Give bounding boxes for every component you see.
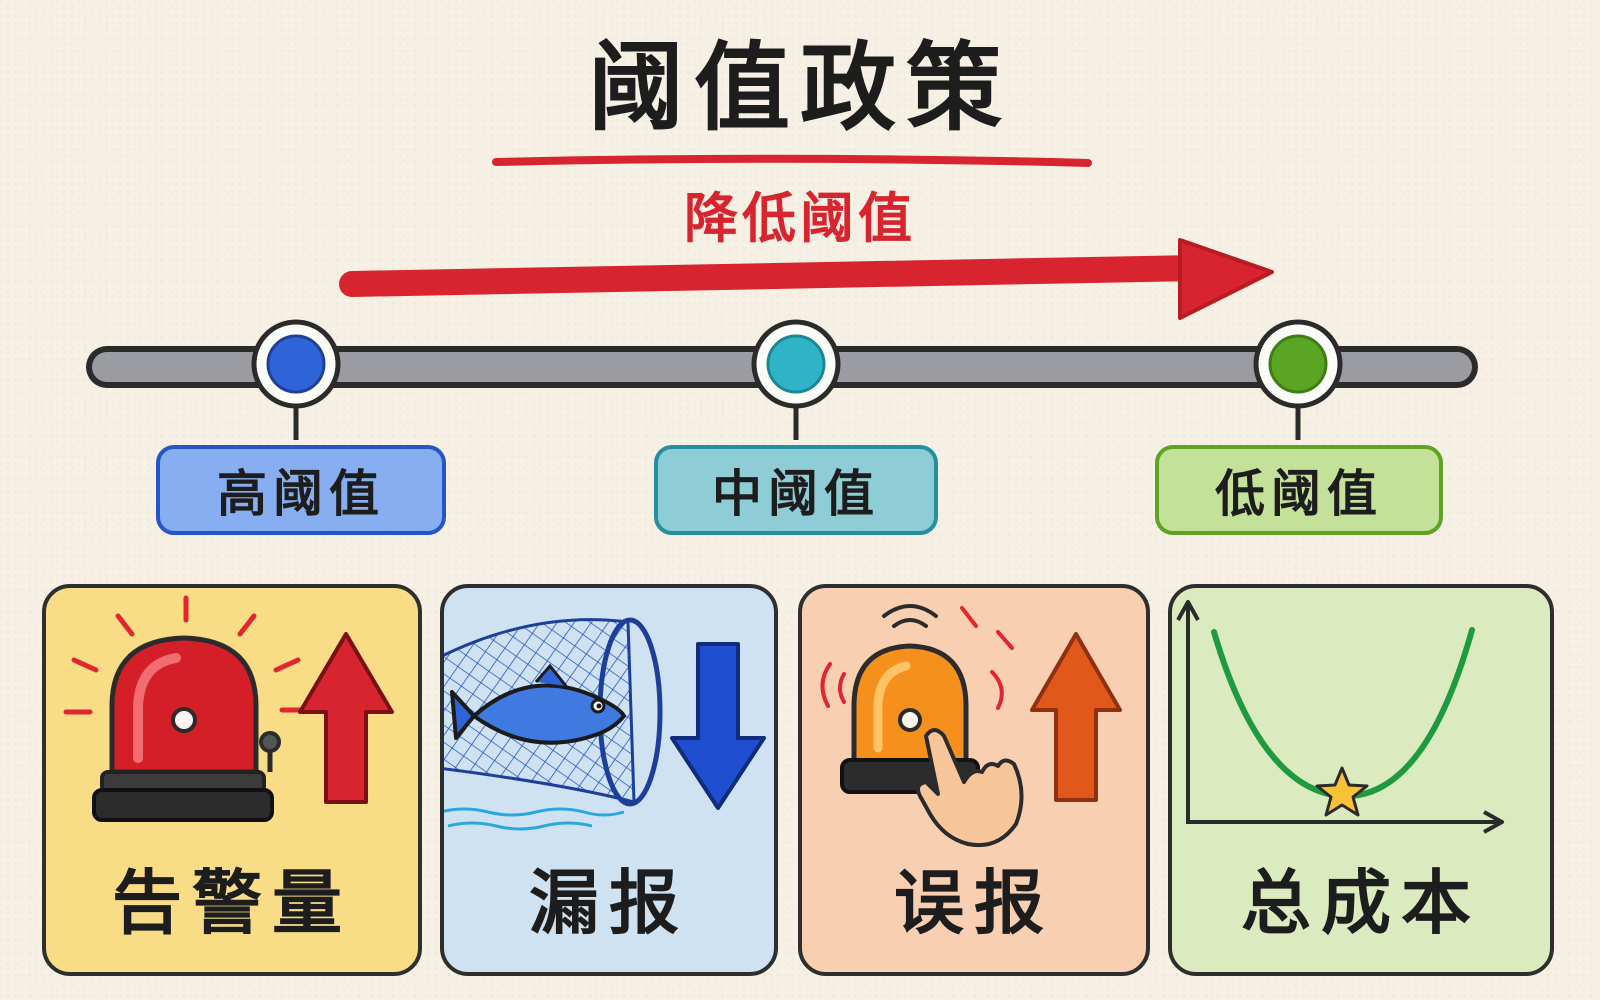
fish-net-icon [444, 617, 663, 831]
siren-icon [63, 595, 309, 822]
slider-knob-mid[interactable] [751, 319, 841, 440]
panel-missed-detections: 漏报 [440, 584, 778, 976]
optimum-star-icon [1315, 766, 1369, 817]
threshold-slider [86, 238, 1478, 440]
panel-false-alarms: 误报 [798, 584, 1150, 976]
panel-total-cost: 总成本 [1168, 584, 1554, 976]
arrow-up-icon [298, 632, 394, 804]
panel-alert-volume: 告警量 [42, 584, 422, 976]
threshold-label-high[interactable]: 高阈值 [156, 445, 446, 535]
alarm-bell-icon [820, 604, 1024, 847]
panel-label-alert-volume: 告警量 [112, 862, 352, 944]
arrow-up-icon [1030, 632, 1122, 802]
direction-label: 降低阈值 [684, 187, 916, 250]
arrow-down-icon [670, 642, 766, 810]
page-title: 阈值政策 [588, 32, 1012, 144]
panel-label-missed-detections: 漏报 [529, 862, 689, 944]
panel-label-false-alarms: 误报 [894, 862, 1054, 944]
panel-label-total-cost: 总成本 [1241, 862, 1481, 944]
threshold-label-mid[interactable]: 中阈值 [654, 445, 938, 535]
direction-arrow [339, 238, 1274, 320]
title-underline [492, 154, 1092, 167]
slider-knob-low[interactable] [1253, 319, 1343, 440]
threshold-label-low[interactable]: 低阈值 [1155, 445, 1443, 535]
slider-knob-high[interactable] [251, 319, 341, 440]
